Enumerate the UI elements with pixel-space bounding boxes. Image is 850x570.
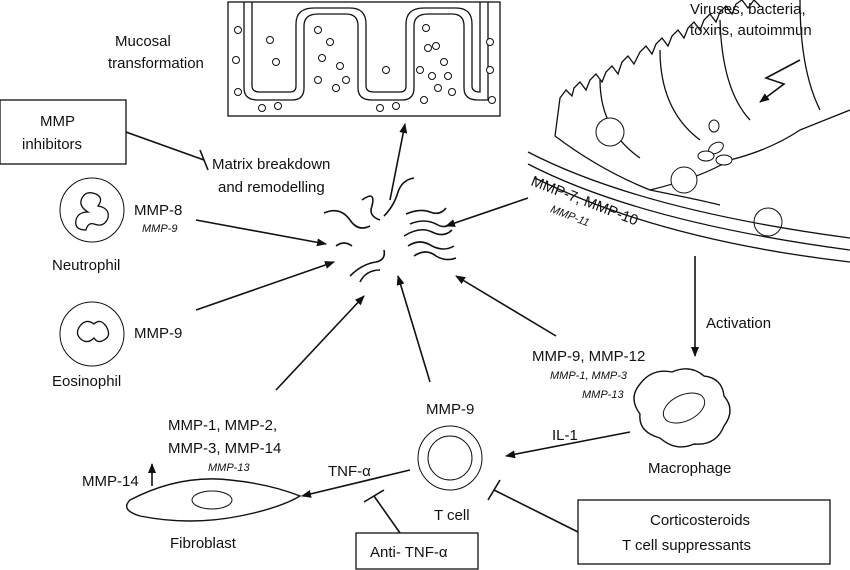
fibroblast-nucleus — [191, 490, 233, 510]
macrophage-mmp-minor-2: MMP-13 — [582, 389, 624, 401]
macrophage-mmp-minor-1: MMP-1, MMP-3 — [550, 370, 628, 382]
inhibitors-box — [0, 99, 127, 165]
neutrophil-mmp-main: MMP-8 — [134, 202, 182, 219]
neutrophil-cell — [59, 177, 125, 243]
corticosteroids-line — [493, 489, 579, 533]
mucosa-label-1: Mucosal — [115, 33, 171, 50]
eosinophil-cell — [59, 301, 125, 367]
neutrophil-name: Neutrophil — [52, 257, 120, 274]
lightning-bolt — [759, 59, 801, 103]
insult-label-2: toxins, autoimmun — [690, 22, 812, 39]
fibroblast-name: Fibroblast — [170, 535, 237, 552]
inhibitor-line — [125, 131, 205, 161]
inhibitors-line-2: inhibitors — [22, 136, 82, 153]
epithelium-illustration — [527, 0, 850, 263]
inhibitor-bar — [199, 149, 209, 171]
arrow-eosinophil-to-matrix — [195, 261, 335, 311]
fibroblast-mmp-line-1: MMP-1, MMP-2, — [168, 417, 277, 434]
arrow-fibroblast-to-matrix — [275, 295, 365, 391]
eosinophil-mmp-main: MMP-9 — [134, 325, 182, 342]
fibroblast-mmp-minor: MMP-13 — [208, 462, 250, 474]
arrow-tcell-to-matrix — [396, 275, 431, 383]
fibroblast-membrane-mmp: MMP-14 — [82, 473, 139, 490]
anti-tnf-line — [373, 495, 401, 534]
arrow-macrophage-to-matrix — [455, 275, 557, 337]
corticosteroids-bar — [487, 479, 501, 501]
eosinophil-name: Eosinophil — [52, 373, 121, 390]
matrix-label-2: and remodelling — [218, 179, 325, 196]
arrow-tnf — [301, 469, 411, 498]
arrow-epithelium-to-matrix — [445, 197, 529, 227]
corticosteroids-line-1: Corticosteroids — [650, 512, 750, 529]
arrow-il1 — [505, 431, 631, 459]
anti-tnf-bar — [363, 489, 385, 503]
tcell-mmp-main: MMP-9 — [426, 401, 474, 418]
macrophage-name: Macrophage — [648, 460, 731, 477]
inhibitors-line-1: MMP — [40, 113, 75, 130]
cell-dots — [232, 24, 496, 112]
corticosteroids-box — [577, 499, 831, 565]
neutrophil-nucleus — [75, 192, 109, 231]
anti-tnf-box — [355, 532, 479, 570]
activation-label: Activation — [706, 315, 771, 332]
tcell-inner — [427, 435, 473, 481]
arrow-to-mucosa — [389, 123, 408, 201]
macrophage-mmp-main: MMP-9, MMP-12 — [532, 348, 645, 365]
il1-label: IL-1 — [552, 427, 578, 444]
epithelium-mmp-label: MMP-7, MMP-10 MMP-11 — [529, 173, 641, 229]
macrophage-nucleus — [662, 392, 706, 424]
mucosa-label-2: transformation — [108, 55, 204, 72]
mucosa-illustration — [227, 1, 501, 117]
tnf-label: TNF-α — [328, 463, 371, 480]
corticosteroids-line-2: T cell suppressants — [622, 537, 751, 554]
matrix-label-1: Matrix breakdown — [212, 156, 330, 173]
insult-label-1: Viruses, bacteria, — [690, 1, 806, 18]
matrix-fibers — [323, 177, 457, 283]
arrow-neutrophil-to-matrix — [195, 219, 327, 247]
tcell-name: T cell — [434, 507, 470, 524]
neutrophil-mmp-minor: MMP-9 — [142, 223, 177, 235]
eosinophil-nucleus — [76, 320, 110, 343]
anti-tnf-label: Anti- TNF-α — [370, 544, 448, 561]
fibroblast-mmp-line-2: MMP-3, MMP-14 — [168, 440, 281, 457]
